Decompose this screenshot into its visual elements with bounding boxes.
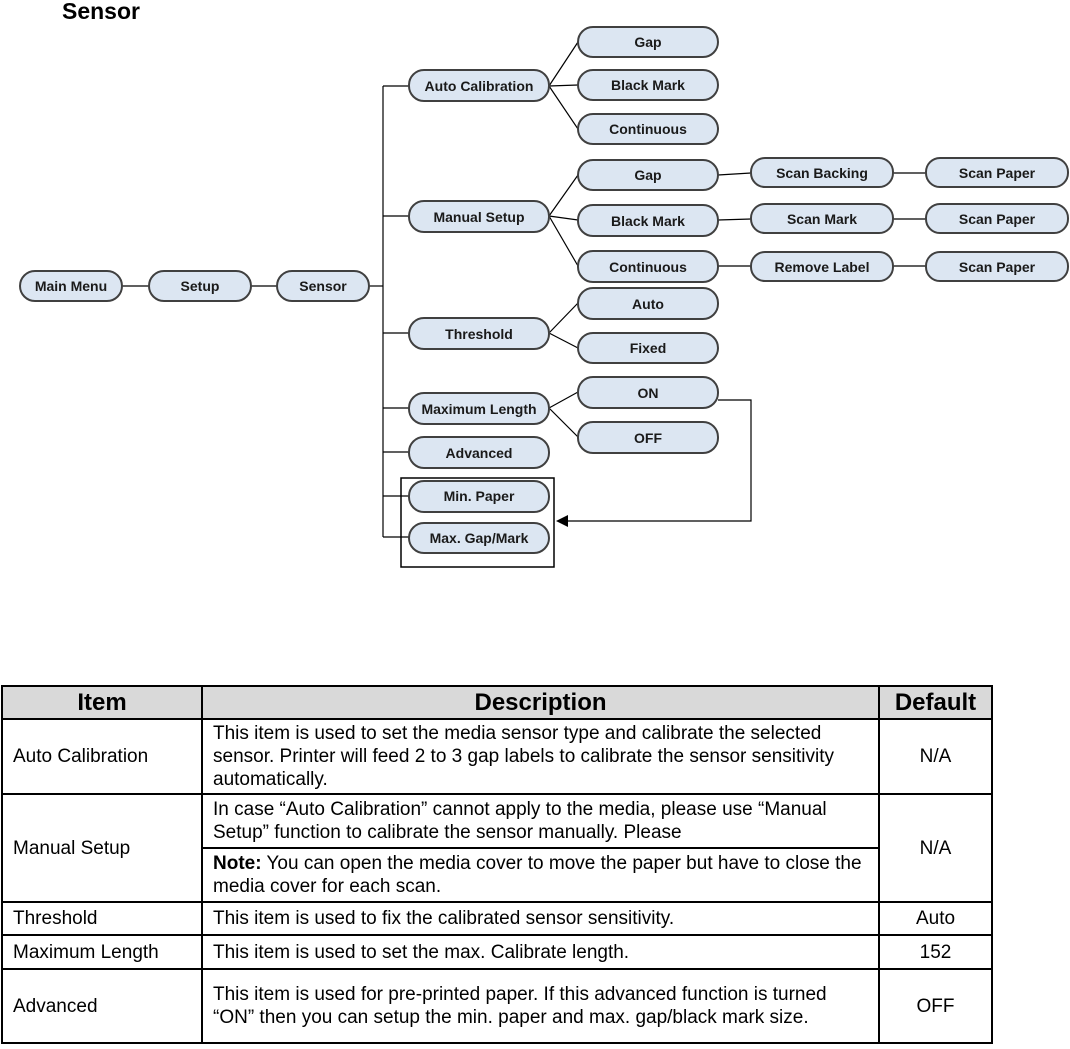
max-length-on-node: ON	[577, 376, 719, 409]
row-item: Threshold	[1, 901, 203, 936]
svg-text:Max. Gap/Mark: Max. Gap/Mark	[430, 530, 529, 546]
svg-text:Gap: Gap	[634, 34, 661, 50]
svg-text:Fixed: Fixed	[630, 340, 667, 356]
scan-backing-node: Scan Backing	[750, 157, 894, 188]
table-row: Threshold This item is used to fix the c…	[1, 901, 993, 936]
svg-text:Scan Mark: Scan Mark	[787, 211, 857, 227]
remove-label-node: Remove Label	[750, 251, 894, 282]
manual-continuous-node: Continuous	[577, 250, 719, 283]
min-paper-node: Min. Paper	[408, 480, 550, 513]
svg-text:Threshold: Threshold	[445, 326, 513, 342]
row-default: N/A	[878, 793, 993, 903]
row-description: This item is used to fix the calibrated …	[201, 901, 880, 936]
auto-cal-gap-node: Gap	[577, 26, 719, 58]
svg-text:OFF: OFF	[634, 430, 662, 446]
page-title: Sensor	[62, 0, 140, 24]
manual-black-mark-node: Black Mark	[577, 204, 719, 237]
svg-text:Main Menu: Main Menu	[35, 278, 107, 294]
row-note: Note: You can open the media cover to mo…	[201, 847, 880, 903]
auto-cal-black-mark-node: Black Mark	[577, 69, 719, 101]
maximum-length-node: Maximum Length	[408, 392, 550, 425]
max-gap-mark-node: Max. Gap/Mark	[408, 522, 550, 554]
auto-cal-continuous-node: Continuous	[577, 113, 719, 145]
manual-setup-node: Manual Setup	[408, 200, 550, 233]
scan-paper-node-1: Scan Paper	[925, 157, 1069, 188]
column-header-description: Description	[201, 685, 880, 720]
scan-paper-node-3: Scan Paper	[925, 251, 1069, 282]
row-default: Auto	[878, 901, 993, 936]
sensor-node: Sensor	[276, 270, 370, 302]
advanced-options-bracket	[400, 477, 555, 568]
row-item: Manual Setup	[1, 793, 203, 903]
tree-connectors	[122, 41, 926, 538]
row-default: 152	[878, 934, 993, 970]
threshold-auto-node: Auto	[577, 287, 719, 320]
threshold-node: Threshold	[408, 317, 550, 350]
table-row: Maximum Length This item is used to set …	[1, 934, 993, 970]
column-header-default: Default	[878, 685, 993, 720]
svg-text:Advanced: Advanced	[446, 445, 513, 461]
svg-text:Black Mark: Black Mark	[611, 77, 685, 93]
column-header-item: Item	[1, 685, 203, 720]
svg-text:Gap: Gap	[634, 167, 661, 183]
table-row: Advanced This item is used for pre-print…	[1, 968, 993, 1044]
svg-text:Continuous: Continuous	[609, 259, 687, 275]
svg-text:Black Mark: Black Mark	[611, 213, 685, 229]
svg-text:Auto Calibration: Auto Calibration	[425, 78, 534, 94]
row-item: Auto Calibration	[1, 718, 203, 795]
manual-setup-description-text: In case “Auto Calibration” cannot apply …	[213, 799, 827, 843]
svg-text:Continuous: Continuous	[609, 121, 687, 137]
svg-text:Scan Paper: Scan Paper	[959, 211, 1036, 227]
scan-mark-node: Scan Mark	[750, 203, 894, 234]
svg-text:ON: ON	[638, 385, 659, 401]
svg-text:Scan Paper: Scan Paper	[959, 165, 1036, 181]
threshold-fixed-node: Fixed	[577, 332, 719, 364]
svg-text:Min. Paper: Min. Paper	[444, 488, 515, 504]
note-text: You can open the media cover to move the…	[213, 853, 862, 897]
table-row: Note: You can open the media cover to mo…	[2, 847, 992, 903]
manual-gap-node: Gap	[577, 159, 719, 191]
sensor-settings-table: Item Description Default Auto Calibratio…	[1, 685, 993, 1044]
scan-paper-node-2: Scan Paper	[925, 203, 1069, 234]
svg-text:Sensor: Sensor	[299, 278, 347, 294]
svg-text:Remove Label: Remove Label	[775, 259, 870, 275]
row-description: This item is used to set the media senso…	[201, 718, 880, 795]
row-description: This item is used for pre-printed paper.…	[201, 968, 880, 1044]
svg-text:Maximum Length: Maximum Length	[421, 401, 536, 417]
table-row: Auto Calibration This item is used to se…	[1, 718, 993, 795]
svg-text:Scan Backing: Scan Backing	[776, 165, 868, 181]
sensor-menu-tree: Main Menu Setup Sensor Auto Calibration …	[19, 26, 1069, 568]
note-label: Note:	[213, 853, 262, 874]
row-default: OFF	[878, 968, 993, 1044]
setup-node: Setup	[148, 270, 252, 302]
auto-calibration-node: Auto Calibration	[408, 69, 550, 102]
svg-text:Setup: Setup	[181, 278, 220, 294]
advanced-node: Advanced	[408, 436, 550, 469]
svg-text:Scan Paper: Scan Paper	[959, 259, 1036, 275]
row-item: Advanced	[1, 968, 203, 1044]
row-description: In case “Auto Calibration” cannot apply …	[201, 793, 880, 849]
table-header-row: Item Description Default	[1, 685, 993, 720]
svg-text:Manual Setup: Manual Setup	[433, 209, 524, 225]
main-menu-node: Main Menu	[19, 270, 123, 302]
row-default: N/A	[878, 718, 993, 795]
max-length-off-node: OFF	[577, 421, 719, 454]
svg-text:Auto: Auto	[632, 296, 664, 312]
row-description: This item is used to set the max. Calibr…	[201, 934, 880, 970]
row-item: Maximum Length	[1, 934, 203, 970]
table-row: Manual Setup In case “Auto Calibration” …	[1, 793, 993, 903]
